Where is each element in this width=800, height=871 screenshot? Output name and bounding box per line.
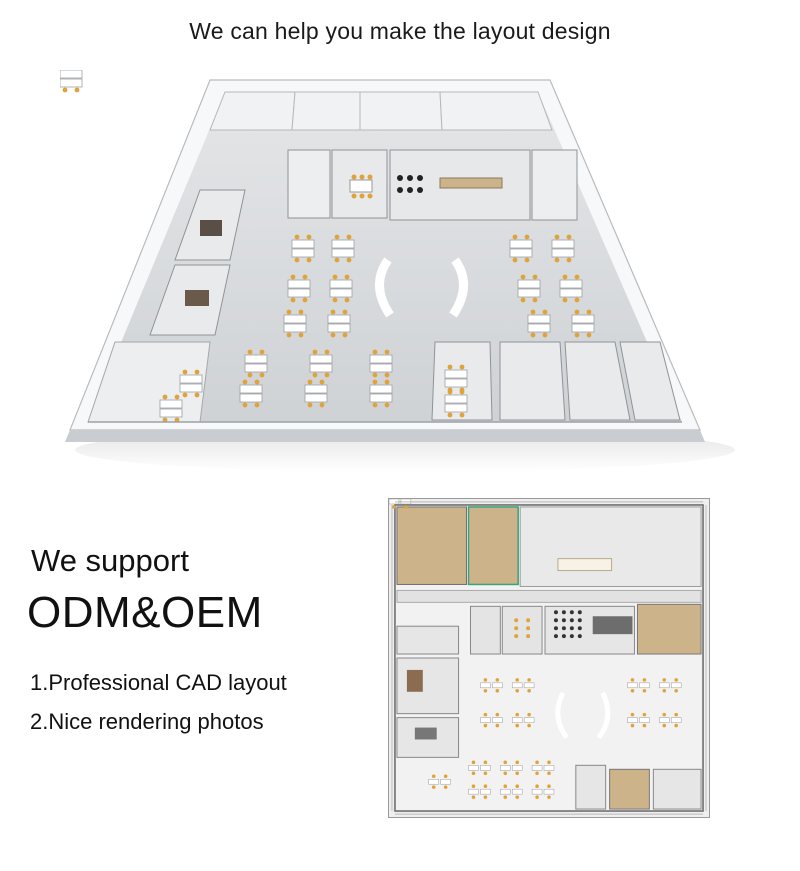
support-label: We support — [31, 543, 189, 578]
office-3d-rendering — [60, 70, 750, 480]
cad-floor-plan — [388, 498, 710, 818]
odm-oem-label: ODM&OEM — [27, 588, 263, 637]
headline: We can help you make the layout design — [189, 18, 611, 44]
feature-rendering-photos: 2.Nice rendering photos — [30, 709, 264, 734]
feature-cad-layout: 1.Professional CAD layout — [30, 670, 287, 695]
